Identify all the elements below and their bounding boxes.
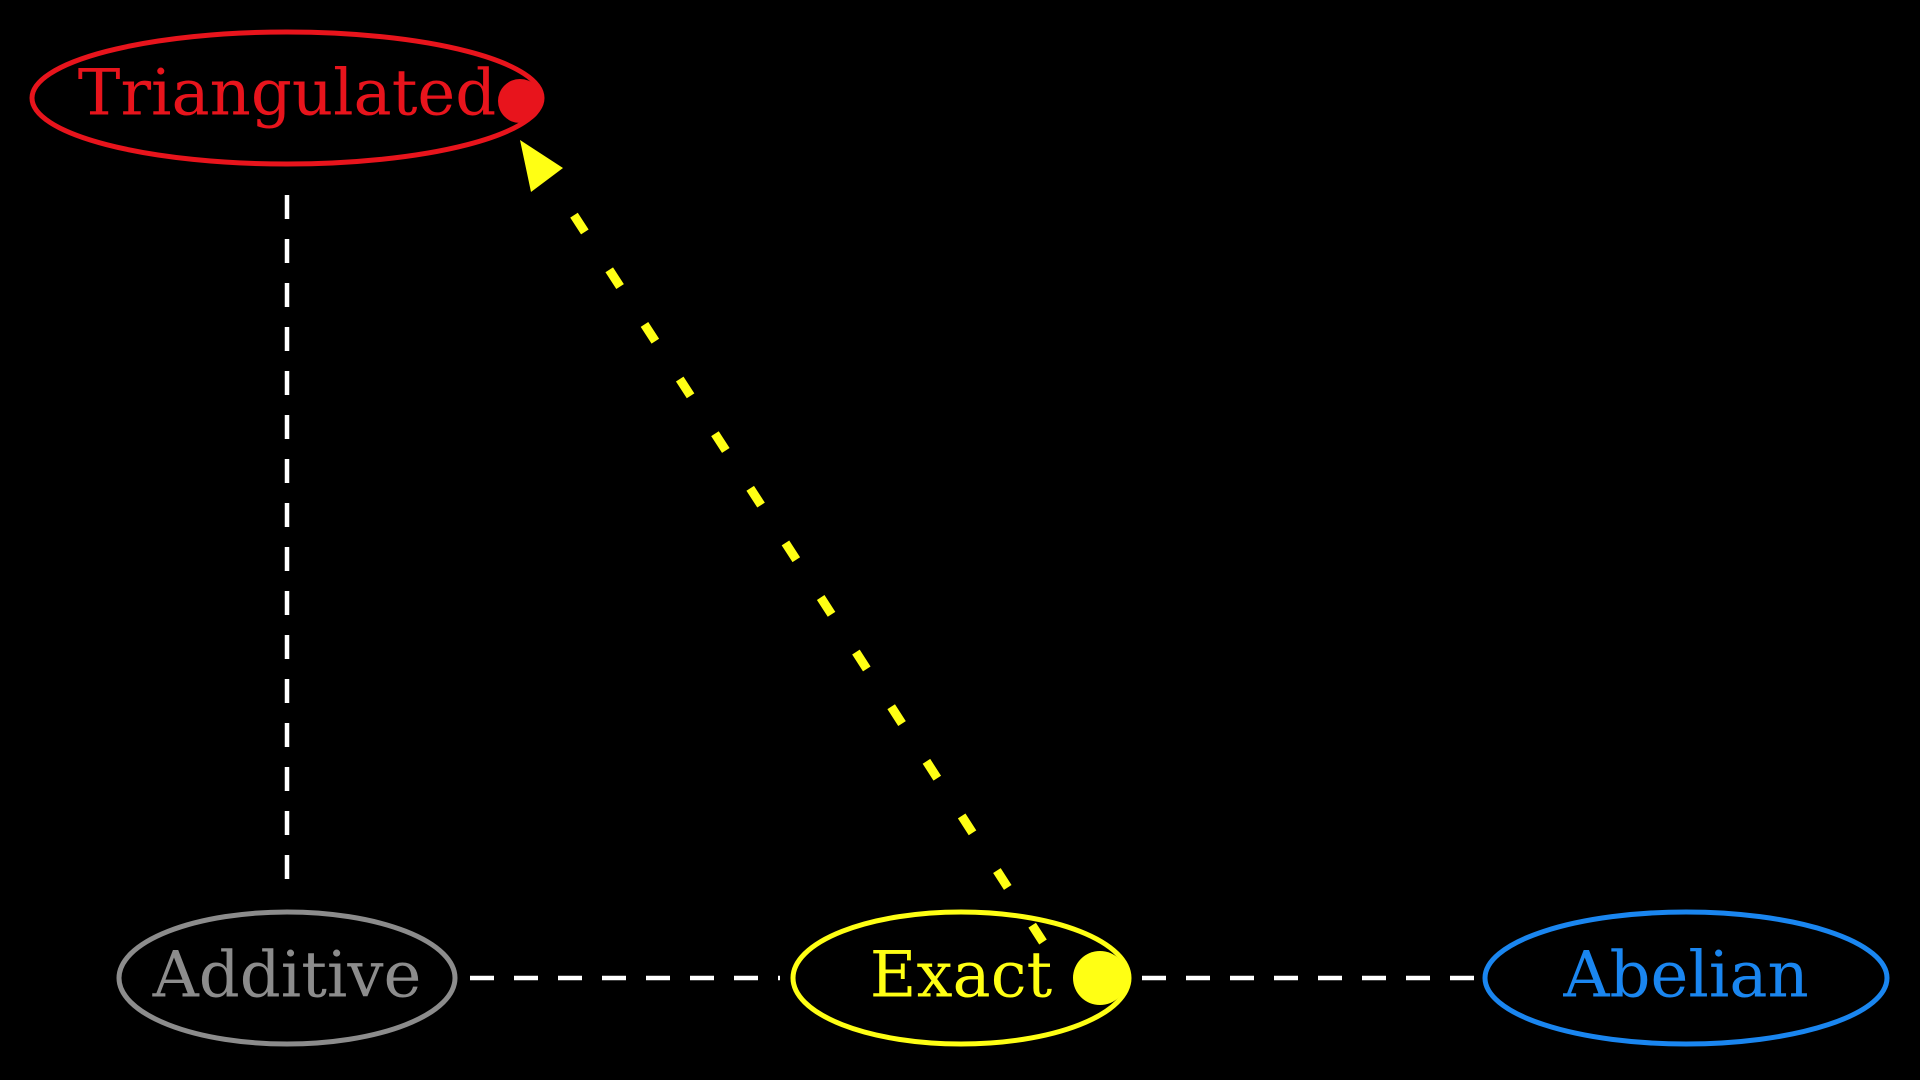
node-triangulated-outline[interactable] <box>29 29 545 167</box>
node-exact-dot <box>1073 951 1127 1005</box>
node-exact-outline[interactable] <box>790 909 1132 1047</box>
edge-exact-triangulated <box>546 175 1047 945</box>
node-abelian-label: Abelian <box>1562 939 1808 1013</box>
node-additive-outline[interactable] <box>116 909 458 1047</box>
node-additive-label: Additive <box>152 939 422 1013</box>
node-exact-label: Exact <box>870 939 1053 1013</box>
node-abelian-outline[interactable] <box>1482 909 1890 1047</box>
node-triangulated-label: Triangulated <box>78 57 497 131</box>
node-triangulated-dot <box>498 79 542 123</box>
arrowhead-icon <box>520 140 563 192</box>
